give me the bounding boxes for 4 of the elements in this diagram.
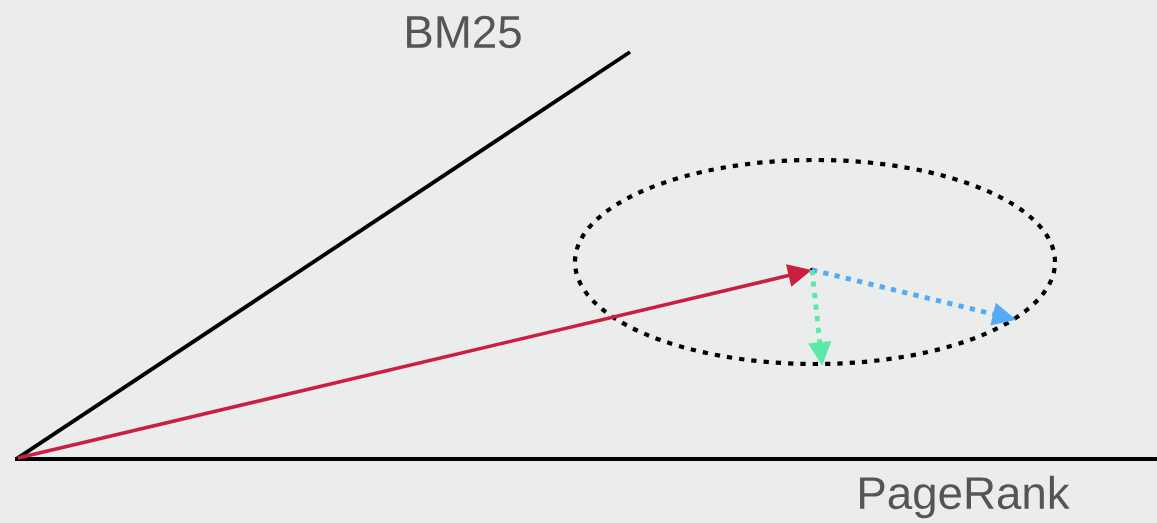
point [809,267,815,273]
axis-label: PageRank [860,475,1070,519]
axis-label: BM25 [407,15,521,49]
dotted-ellipse [572,157,1058,367]
